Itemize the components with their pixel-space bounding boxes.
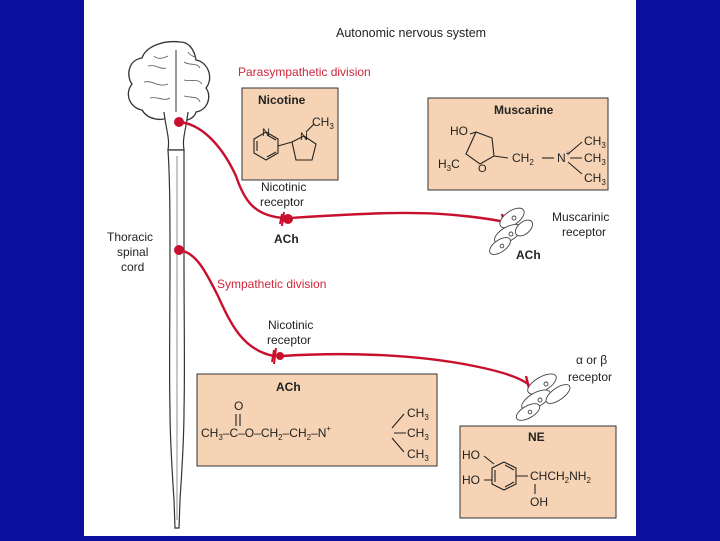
svg-text:CH3: CH3 [312,115,334,131]
sympathetic-postganglionic-fiber [280,352,530,386]
muscarine-title: Muscarine [494,103,554,117]
sympathetic-ganglion [276,352,284,360]
nicotinic-receptor-label-top: Nicotinic receptor [260,180,306,209]
muscarinic-receptor-label: Muscarinic receptor [552,210,609,239]
nicotine-structure-box: Nicotine CH3 N N [241,87,339,181]
svg-text:O: O [478,163,487,175]
svg-text:CH3: CH3 [584,151,606,167]
ach-structure-box: ACh O CH3–C–O–CH2–CH2–N+ CH3 CH3 CH3 [196,373,438,467]
svg-text:CH3: CH3 [584,171,606,187]
svg-text:receptor: receptor [267,333,311,347]
svg-text:receptor: receptor [260,195,304,209]
svg-text:Muscarinic: Muscarinic [552,210,609,224]
svg-text:α or β: α or β [576,353,607,367]
spinal-cord [167,149,186,529]
svg-text:spinal: spinal [117,245,148,259]
parasympathetic-preganglionic-fiber [177,120,286,220]
sympathetic-preganglionic-fiber [177,248,276,358]
adrenergic-target-cells [515,373,571,421]
parasympathetic-postganglionic-fiber [288,211,506,224]
svg-text:cord: cord [121,260,144,274]
svg-text:Nicotinic: Nicotinic [261,180,306,194]
nicotinic-synapse-top [279,211,285,227]
svg-text:CH3: CH3 [407,406,429,422]
muscarinic-target-cells [489,207,534,255]
parasympathetic-division-label: Parasympathetic division [238,65,371,79]
svg-text:CH2: CH2 [512,151,534,167]
svg-text:O: O [234,399,243,413]
parasympathetic-nucleus [174,117,184,127]
svg-text:HO: HO [450,124,468,138]
svg-text:CH3: CH3 [407,426,429,442]
sympathetic-division-label: Sympathetic division [217,277,326,291]
svg-text:Nicotinic: Nicotinic [268,318,313,332]
svg-text:receptor: receptor [568,370,612,384]
parasympathetic-ganglion [283,214,293,224]
brain [127,40,211,151]
svg-text:CHCH2NH2: CHCH2NH2 [530,469,591,485]
svg-text:CH3–C–O–CH2–CH2–N+: CH3–C–O–CH2–CH2–N+ [201,424,331,442]
alpha-beta-receptor-label: α or β receptor [568,353,612,384]
diagram-title: Autonomic nervous system [336,26,486,40]
svg-text:N: N [300,131,308,143]
nicotine-title: Nicotine [258,93,306,107]
sympathetic-nucleus [174,245,184,255]
thoracic-spinal-cord-label: Thoracic spinal cord [107,230,153,274]
ach-structure-title: ACh [276,380,301,394]
diagram-panel: Autonomic nervous system [84,0,636,536]
ach-label-top: ACh [274,232,299,246]
ne-title: NE [528,430,545,444]
svg-text:HO: HO [462,473,480,487]
svg-text:N: N [262,127,270,139]
svg-text:CH3: CH3 [407,447,429,463]
ach-label-right: ACh [516,248,541,262]
nicotinic-receptor-label-bottom: Nicotinic receptor [267,318,313,347]
muscarine-structure-box: Muscarine HO H3C O CH2 N+ CH3 CH3 CH3 [427,97,609,191]
svg-text:H3C: H3C [438,157,460,173]
svg-text:OH: OH [530,495,548,509]
ne-structure-box: NE HO HO CHCH2NH2 OH [459,425,617,519]
svg-text:HO: HO [462,448,480,462]
nicotinic-synapse-bottom [271,347,277,365]
ans-diagram: Autonomic nervous system [107,26,617,529]
svg-text:CH3: CH3 [584,134,606,150]
svg-text:receptor: receptor [562,225,606,239]
svg-text:Thoracic: Thoracic [107,230,153,244]
